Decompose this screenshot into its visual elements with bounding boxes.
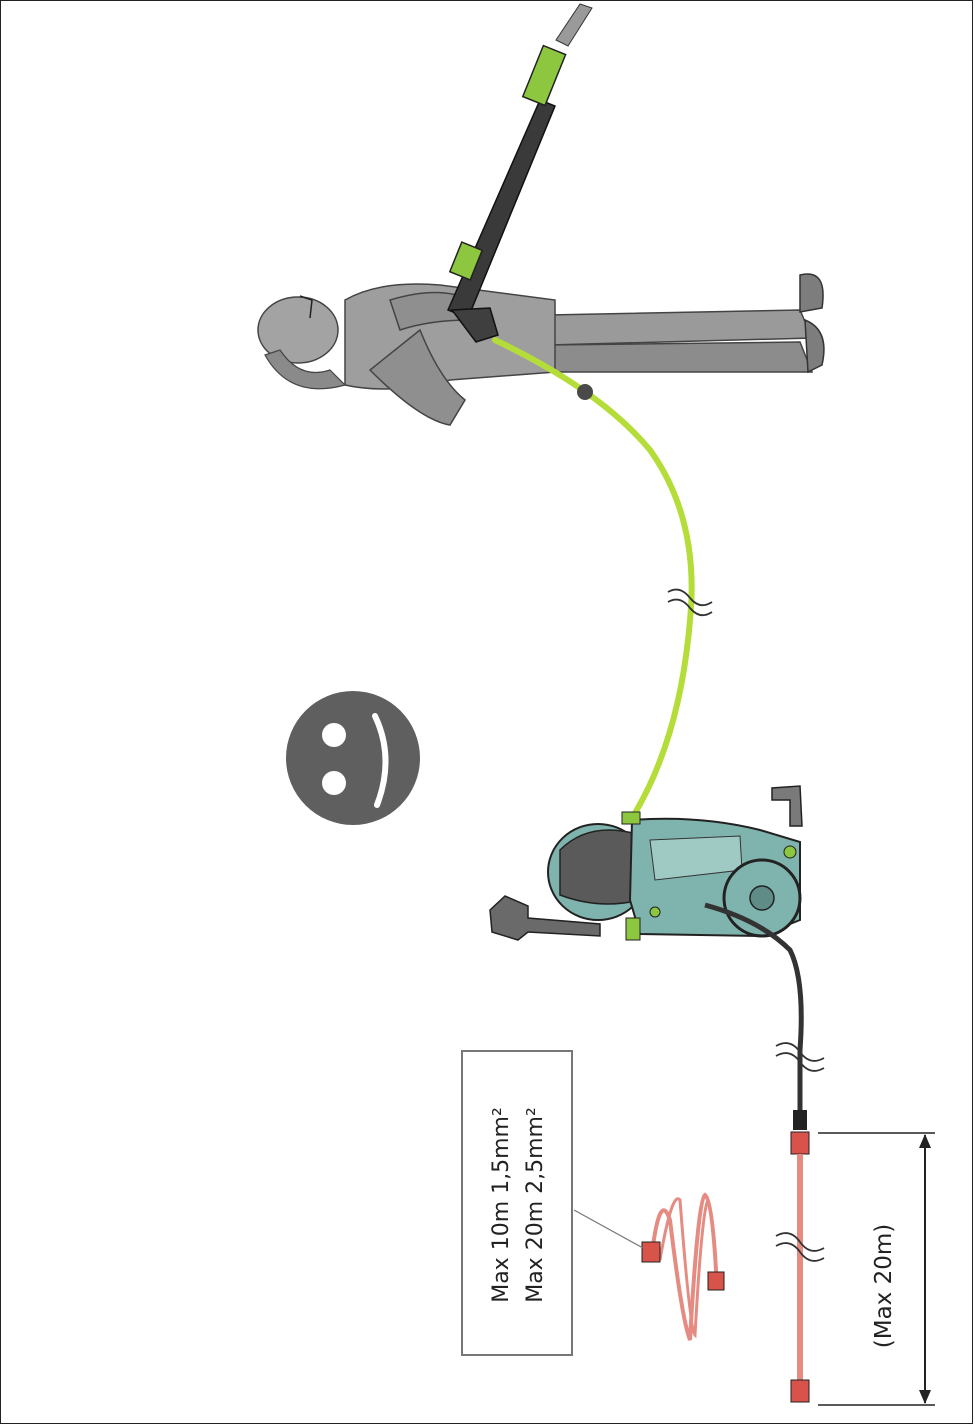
spray-lance bbox=[448, 4, 592, 342]
extension-limit-label: (Max 20m) bbox=[871, 1224, 897, 1348]
operator-figure bbox=[258, 274, 824, 425]
extension-cable bbox=[776, 1132, 824, 1402]
plug-connector bbox=[793, 1110, 807, 1130]
cable-spec-line-1: Max 10m 1,5mm² bbox=[485, 1107, 519, 1303]
hose-coupling bbox=[577, 384, 593, 400]
pressure-washer bbox=[490, 786, 802, 940]
high-pressure-hose bbox=[495, 340, 692, 818]
cable-spec-box: Max 10m 1,5mm² Max 20m 2,5mm² bbox=[461, 1050, 573, 1356]
coiled-extension-cable bbox=[574, 1195, 724, 1340]
cable-spec-line-2: Max 20m 2,5mm² bbox=[519, 1107, 553, 1303]
cable-spec-text: Max 10m 1,5mm² Max 20m 2,5mm² bbox=[485, 1107, 553, 1303]
smiley-icon bbox=[286, 691, 420, 825]
